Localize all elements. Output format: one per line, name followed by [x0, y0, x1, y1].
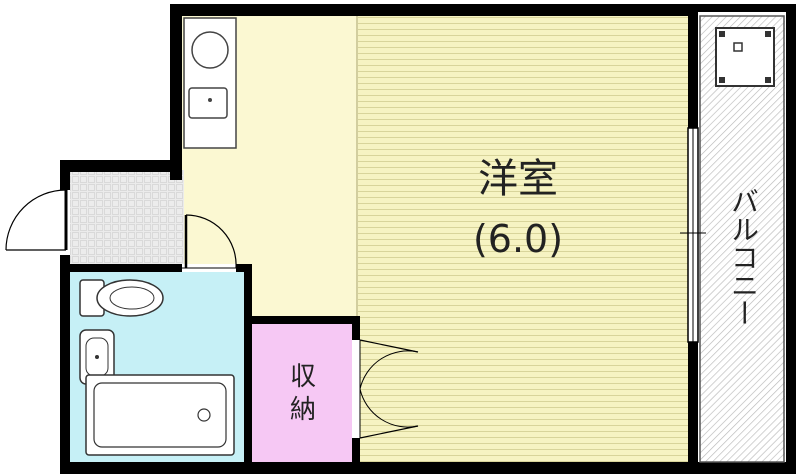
bathroom-door — [182, 214, 237, 272]
storage-label-line1: 収 — [290, 362, 316, 392]
balcony-floor — [700, 16, 785, 462]
stove-burner-icon — [191, 31, 229, 69]
storage-doors — [352, 339, 419, 439]
bathtub-icon — [85, 374, 235, 456]
balcony-border — [699, 15, 785, 463]
washbasin-icon — [79, 329, 115, 385]
walls — [60, 4, 796, 474]
western-room-floor — [357, 16, 690, 462]
western-room-name: 洋室 — [478, 156, 558, 202]
toilet-icon — [79, 279, 164, 317]
entrance-door — [5, 189, 70, 255]
storage-label-line2: 納 — [290, 395, 316, 425]
kitchen-counter — [183, 17, 237, 149]
western-room-size: (6.0) — [473, 217, 563, 261]
ac-outdoor-unit-icon — [715, 27, 775, 87]
balcony-label: バルコニー — [727, 187, 760, 327]
balcony-sliding-window — [680, 127, 706, 343]
kitchen-sink-icon — [188, 87, 228, 119]
entrance-floor — [70, 170, 184, 270]
storage-floor — [252, 322, 354, 462]
